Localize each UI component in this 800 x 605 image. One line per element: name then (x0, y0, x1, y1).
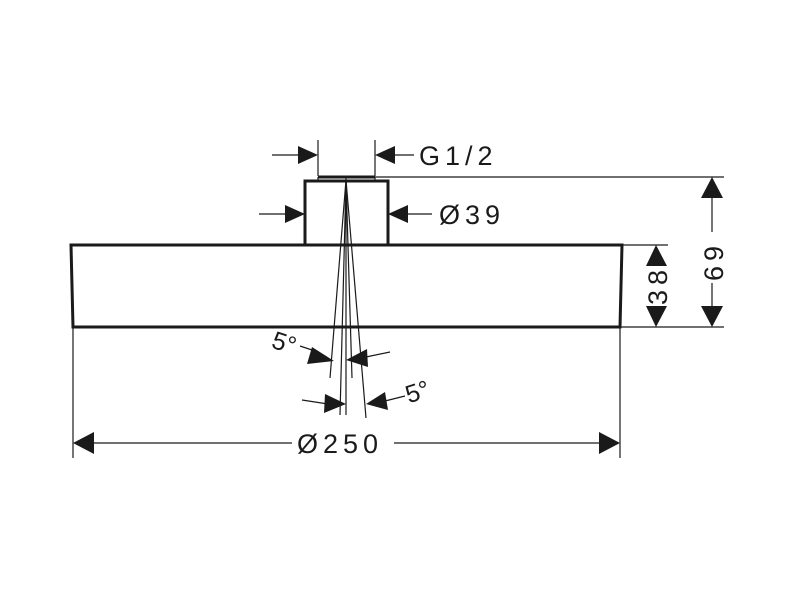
total-height-dimension: 69 (375, 176, 729, 327)
tilt-lines (329, 177, 367, 419)
tilt-left-arrow-inner (346, 349, 368, 367)
neck-diameter-label: Ø39 (439, 200, 505, 230)
tilt-line-right-inner (345, 179, 353, 379)
neck-arrow-right (388, 205, 408, 223)
thread-dimension: G1/2 (272, 140, 498, 176)
tilt-right-leader-left (301, 399, 329, 405)
thread-size-label: G1/2 (419, 141, 498, 171)
tilt-left-arrow-outer (307, 347, 334, 364)
neck-arrow-left (285, 205, 305, 223)
tilt-line-right-outer (345, 179, 367, 419)
tilt-left-label: 5° (268, 326, 299, 360)
head-diameter-label: Ø250 (297, 429, 383, 459)
tilt-line-left-inner (339, 179, 347, 416)
head-diameter-dimension: Ø250 (72, 327, 621, 459)
total-height-arrow-bottom (701, 306, 723, 327)
total-height-arrow-top (701, 177, 723, 198)
tilt-right-arrow-inner (324, 394, 346, 413)
neck-diameter-dimension: Ø39 (259, 200, 505, 230)
head-diameter-arrow-left (73, 432, 94, 454)
total-height-label: 69 (699, 241, 729, 281)
thread-arrow-left (298, 146, 318, 164)
head-height-arrow-bottom (646, 306, 667, 327)
head-diameter-arrow-right (599, 432, 620, 454)
head-height-dimension: 38 (620, 244, 724, 328)
tilt-right-arrow-outer (366, 392, 388, 410)
tilt-left-leader-right (365, 351, 391, 358)
tilt-right-label: 5° (402, 375, 433, 409)
head-height-label: 38 (643, 265, 673, 305)
tilt-line-left-outer (329, 179, 347, 379)
tilt-right-leader (384, 395, 406, 402)
head-height-arrow-top (646, 245, 667, 266)
thread-arrow-right (375, 146, 395, 164)
